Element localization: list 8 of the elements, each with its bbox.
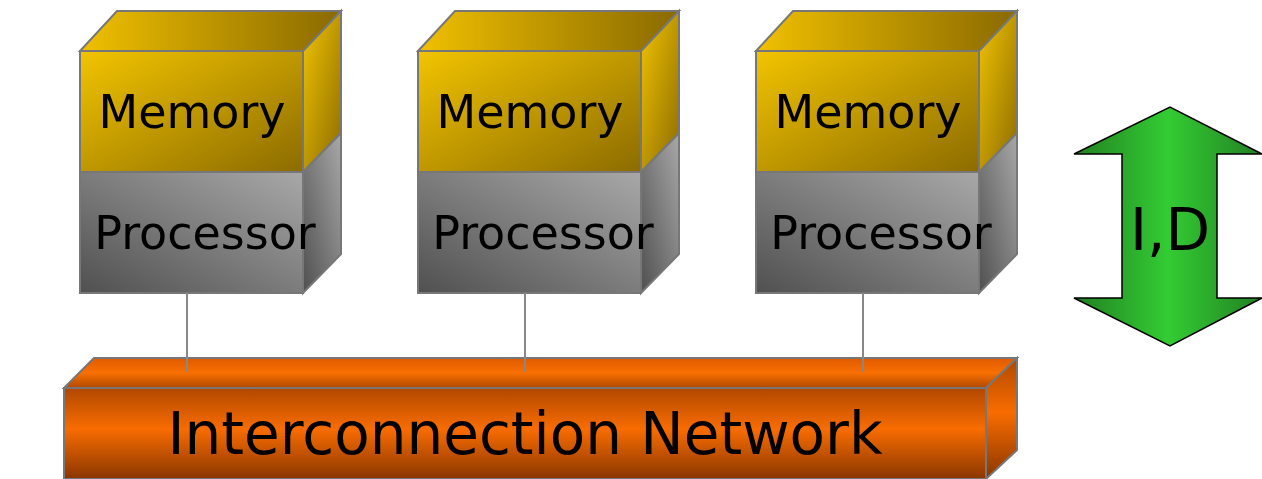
node-label: Interconnection Network — [167, 405, 883, 463]
node-label: I,D — [1129, 201, 1211, 259]
node-label: Processor — [432, 210, 654, 256]
connector-line — [862, 292, 864, 373]
node-label: Processor — [94, 210, 316, 256]
node-label: Processor — [770, 210, 992, 256]
connector-line — [524, 292, 526, 373]
connector-line — [186, 292, 188, 373]
